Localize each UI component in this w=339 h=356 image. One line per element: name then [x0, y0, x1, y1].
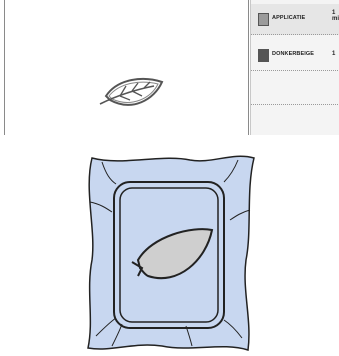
- color-extra: 1 min: [332, 10, 339, 22]
- leaf-outline-icon: [96, 70, 168, 116]
- color-row-empty: [251, 108, 339, 134]
- preview-border: [4, 0, 5, 135]
- color-row-empty: [251, 76, 339, 105]
- color-name: DONKERBEIGE: [272, 51, 314, 57]
- color-row-donkerbeige[interactable]: DONKERBEIGE 1: [251, 40, 339, 71]
- color-name: APPLICATIE: [272, 15, 305, 21]
- color-swatch: [258, 49, 269, 62]
- thread-color-list: APPLICATIE 1 min DONKERBEIGE 1: [250, 0, 339, 135]
- pattern-preview-area: [4, 0, 249, 135]
- color-extra: 1: [332, 51, 335, 57]
- embroidery-hoop-icon: [82, 150, 257, 355]
- color-row-applicatie[interactable]: APPLICATIE 1 min: [251, 4, 339, 35]
- embroidery-screen: APPLICATIE 1 min DONKERBEIGE 1: [0, 0, 339, 140]
- color-swatch: [258, 13, 269, 26]
